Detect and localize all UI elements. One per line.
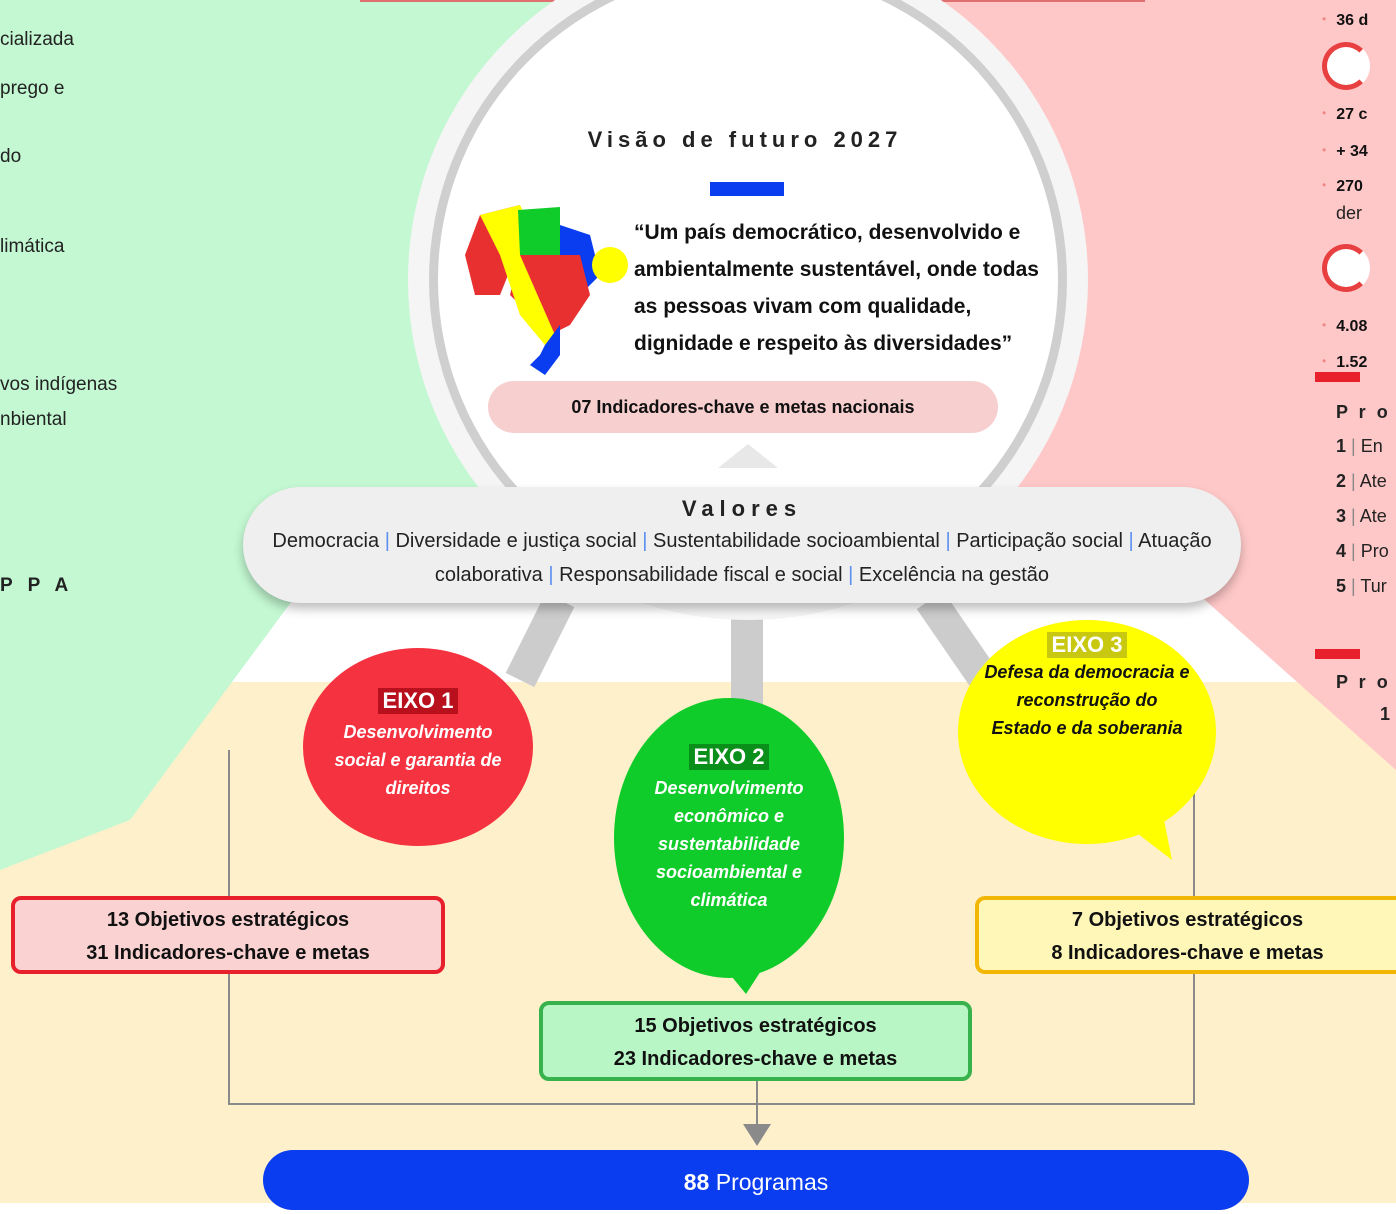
eixo3-description: Defesa da democracia e reconstrução do E…	[984, 662, 1190, 738]
vision-title: Visão de futuro 2027	[587, 127, 903, 152]
left-panel-line: limática	[0, 236, 65, 257]
up-arrow-icon	[718, 444, 778, 468]
right-bullet: •1.52	[1322, 354, 1368, 371]
eixo2-objectives: 15 Objetivos estratégicos	[634, 1015, 877, 1037]
program-item: 4 | Pro	[1336, 541, 1389, 561]
eixo3-bubble: EIXO 3 Defesa da democracia e reconstruç…	[958, 620, 1216, 844]
tablet-touch-icon	[1322, 244, 1370, 292]
program-item: 1 | En	[1336, 436, 1383, 456]
right-bullet: •+ 34	[1322, 143, 1368, 160]
proposals-section-title: P r o p	[1336, 672, 1396, 692]
program-item: 3 | Ate	[1336, 506, 1387, 526]
values-box: Valores Democracia | Diversidade e justi…	[243, 487, 1241, 603]
program-item: 2 | Ate	[1336, 471, 1387, 491]
vision-quote: “Um país democrático, desenvolvido e amb…	[634, 221, 1039, 355]
eixo1-bubble: EIXO 1 Desenvolvimento social e garantia…	[303, 648, 533, 846]
value-item: Excelência na gestão	[858, 564, 1050, 586]
value-item: Atuação colaborativa	[434, 530, 1212, 586]
value-item: Democracia	[272, 530, 380, 552]
eixo1-description: Desenvolvimento social e garantia de dir…	[334, 722, 502, 798]
brazil-map-icon	[1322, 42, 1370, 90]
right-bullet: •4.08	[1322, 318, 1368, 335]
left-panel-line: nbiental	[0, 409, 67, 430]
right-bullet: •36 d	[1322, 12, 1369, 29]
national-indicators-pill: 07 Indicadores-chave e metas nacionais	[488, 381, 998, 433]
left-panel-line: do	[0, 146, 22, 167]
programs-section-title: P r o g	[1336, 402, 1396, 422]
left-panel-line: prego e	[0, 78, 65, 99]
value-item: Participação social	[956, 530, 1123, 552]
right-bullet-cont: der	[1336, 203, 1363, 223]
value-item: Sustentabilidade socioambiental	[653, 530, 940, 552]
vision-divider	[710, 182, 784, 196]
eixo2-indicators: 23 Indicadores-chave e metas	[613, 1048, 898, 1070]
eixo1-label: EIXO 1	[377, 688, 459, 714]
program-item: 5 | Tur	[1336, 576, 1387, 596]
values-list: Democracia | Diversidade e justiça socia…	[272, 530, 1212, 586]
programs-label: Programas	[715, 1169, 829, 1195]
value-item: Diversidade e justiça social	[395, 530, 637, 552]
eixo1-indicators: 31 Indicadores-chave e metas	[86, 942, 370, 964]
eixo2-bubble: EIXO 2 Desenvolvimento econômico e suste…	[614, 698, 844, 978]
right-bullet: •270	[1322, 178, 1363, 195]
eixo3-objectives-box: 7 Objetivos estratégicos 8 Indicadores-c…	[975, 896, 1396, 974]
eixo1-objectives: 13 Objetivos estratégicos	[106, 909, 350, 931]
eixo3-objectives: 7 Objetivos estratégicos	[1071, 909, 1304, 931]
eixo3-label: EIXO 3	[1046, 632, 1128, 658]
eixo2-description: Desenvolvimento econômico e sustentabili…	[654, 778, 804, 910]
eixo2-label: EIXO 2	[688, 744, 770, 770]
right-bullet: •27 c	[1322, 106, 1368, 123]
left-panel-line: cializada	[0, 29, 74, 50]
eixo1-objectives-box: 13 Objetivos estratégicos 31 Indicadores…	[11, 896, 445, 974]
programs-bar: 88 Programas	[263, 1150, 1249, 1210]
eixo3-indicators: 8 Indicadores-chave e metas	[1051, 942, 1324, 964]
values-title: Valores	[681, 496, 803, 521]
left-panel-line: vos indígenas	[0, 374, 118, 395]
eixo2-objectives-box: 15 Objetivos estratégicos 23 Indicadores…	[539, 1001, 972, 1081]
value-item: Responsabilidade fiscal e social	[559, 564, 843, 586]
proposals-count: 1	[1380, 704, 1391, 724]
left-panel-ppa: P P A	[0, 575, 74, 596]
brazil-map-illustration	[465, 205, 628, 375]
programs-count: 88	[683, 1169, 710, 1195]
